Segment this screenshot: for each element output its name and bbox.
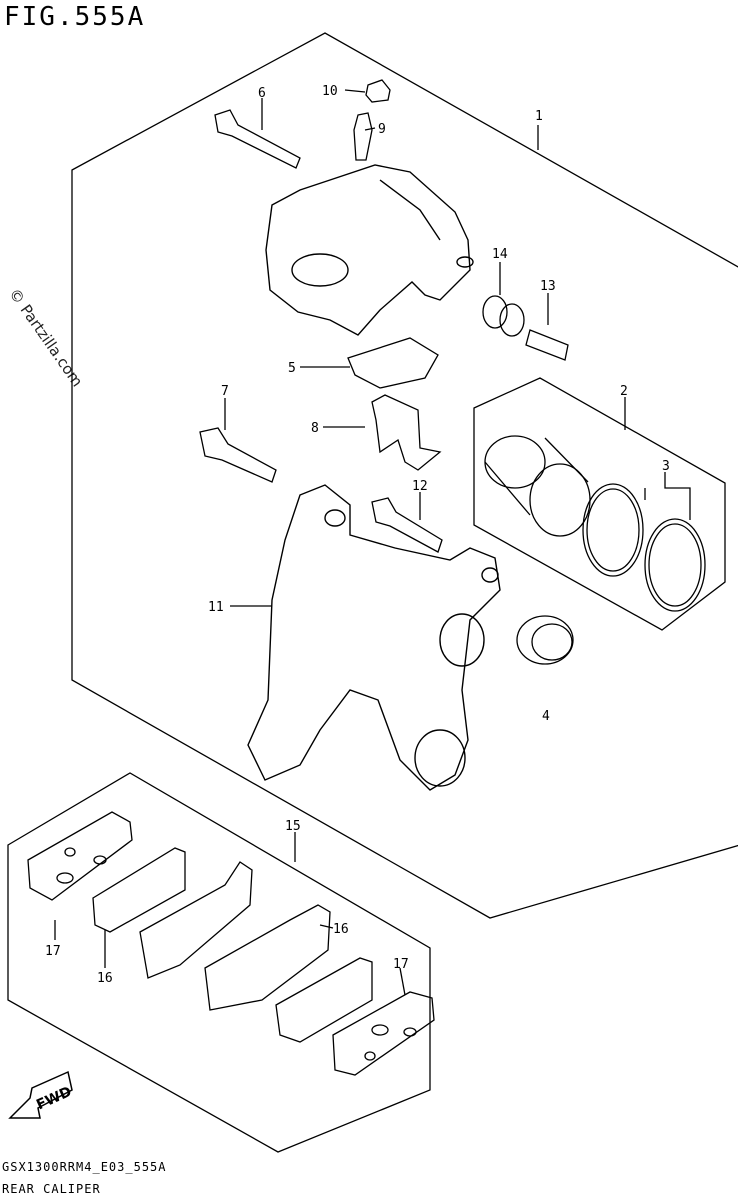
assembly-outline bbox=[71, 32, 738, 919]
figure-title: FIG.555A bbox=[4, 2, 146, 32]
callout: 16 bbox=[97, 971, 113, 986]
callout: 17 bbox=[393, 957, 409, 972]
bolt-part bbox=[371, 497, 443, 553]
callout: 12 bbox=[412, 479, 428, 494]
callout: 3 bbox=[662, 459, 670, 474]
callout: 17 bbox=[45, 944, 61, 959]
callout: 15 bbox=[285, 819, 301, 834]
brake-pad-part bbox=[139, 861, 331, 1011]
callout: 2 bbox=[620, 384, 628, 399]
sleeve-part bbox=[525, 329, 569, 361]
fwd-arrow-icon bbox=[8, 1070, 73, 1119]
fwd-label: FWD bbox=[34, 1084, 74, 1114]
callout: 4 bbox=[542, 709, 550, 724]
callout: 7 bbox=[221, 384, 229, 399]
callout: 8 bbox=[311, 421, 319, 436]
bolt-part bbox=[199, 427, 277, 483]
callout: 1 bbox=[535, 109, 543, 124]
shim-part bbox=[332, 991, 435, 1076]
seal-part bbox=[582, 483, 706, 612]
callout: 10 bbox=[322, 84, 338, 99]
callout: 16 bbox=[333, 922, 349, 937]
callout: 11 bbox=[208, 600, 224, 615]
piston-boot-part bbox=[516, 615, 574, 665]
piston-part bbox=[484, 435, 591, 537]
callout: 14 bbox=[492, 247, 508, 262]
shim-part bbox=[27, 811, 133, 901]
drawing-caption: REAR CALIPER bbox=[2, 1182, 101, 1196]
callout: 6 bbox=[258, 86, 266, 101]
bleeder-cap-part bbox=[365, 79, 391, 103]
drawing-code: GSX1300RRM4_E03_555A bbox=[2, 1160, 167, 1174]
boot-part bbox=[482, 295, 525, 337]
retainer-part bbox=[371, 394, 442, 471]
pad-kit-box bbox=[7, 772, 431, 1153]
callout: 9 bbox=[378, 122, 386, 137]
bleeder-screw-part bbox=[353, 112, 373, 161]
callout: 5 bbox=[288, 361, 296, 376]
caliper-body-part bbox=[265, 164, 474, 336]
piston-kit-box bbox=[473, 377, 726, 631]
pad-shim-part bbox=[275, 957, 373, 1043]
callout: 13 bbox=[540, 279, 556, 294]
pin-part bbox=[214, 109, 301, 169]
spring-part bbox=[347, 337, 439, 389]
bracket-part bbox=[247, 484, 501, 791]
pad-shim-part bbox=[92, 847, 186, 933]
